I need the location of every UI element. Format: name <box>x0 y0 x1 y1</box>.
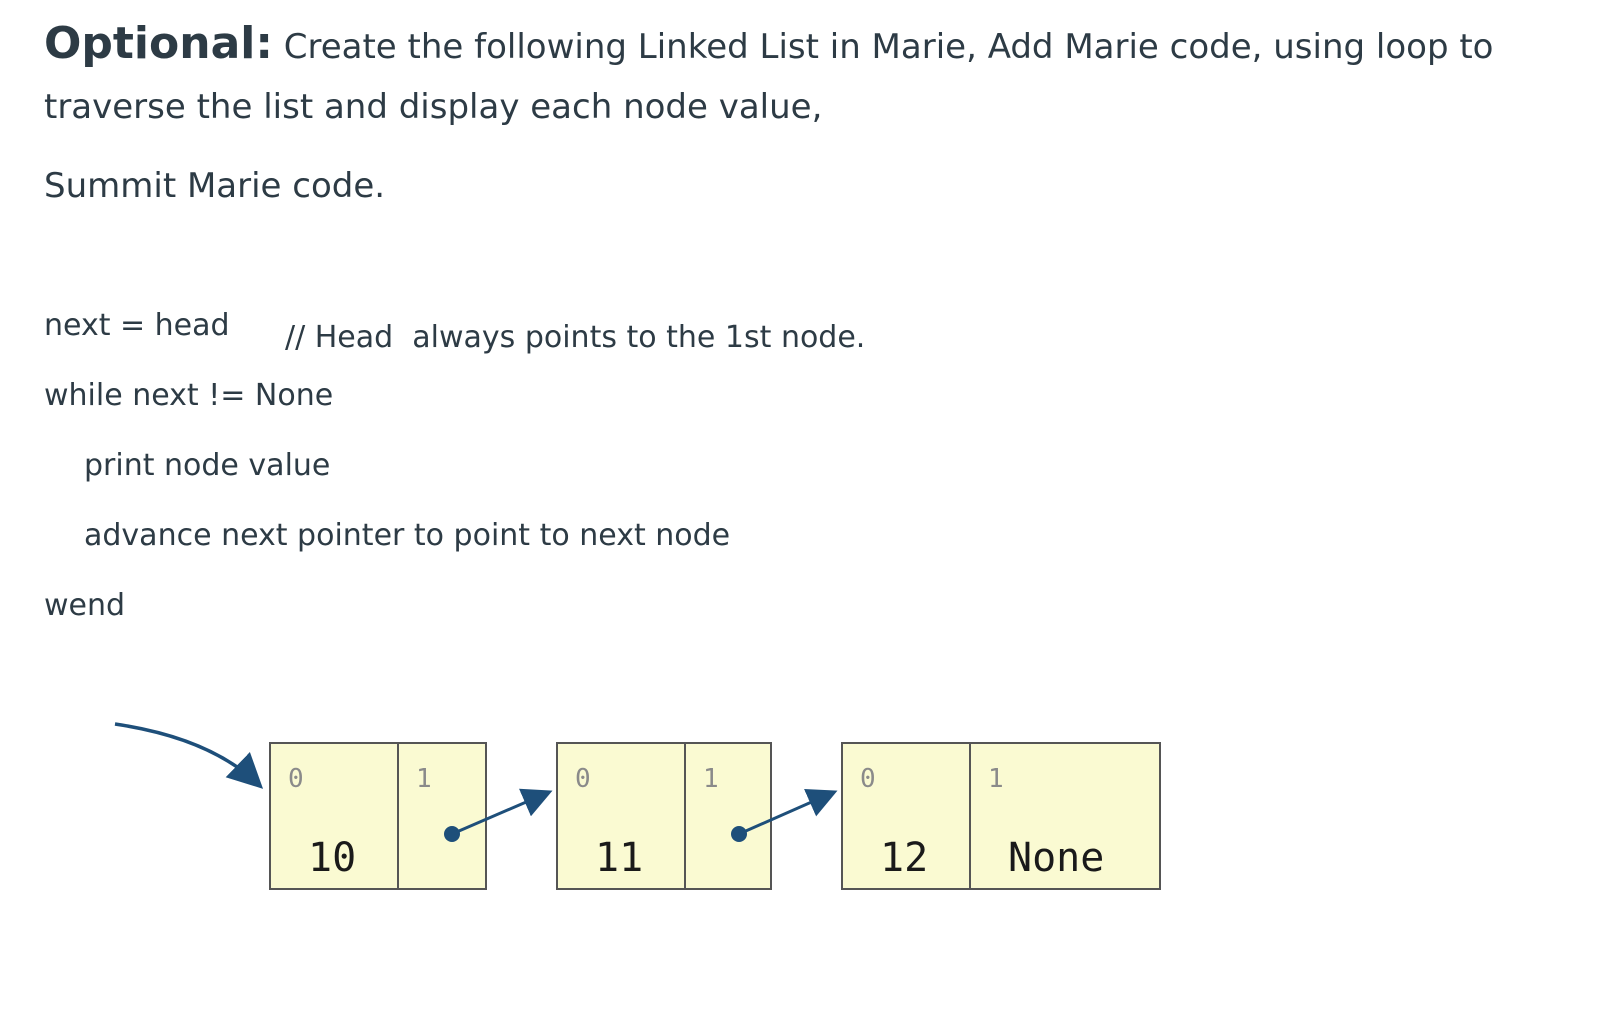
node-value-cell <box>841 742 971 890</box>
pointer-arrow <box>451 788 553 836</box>
node-value: 12 <box>880 835 928 881</box>
summit-text: Summit Marie code. <box>44 166 386 206</box>
pointer-arrow <box>738 788 838 836</box>
code-comment: // Head always points to the 1st node. <box>285 320 866 355</box>
code-line-2: while next != None <box>44 378 334 413</box>
node-next-none: None <box>1008 835 1104 881</box>
node-next-cell <box>684 742 772 890</box>
node-value: 11 <box>595 835 643 881</box>
code-line-3: print node value <box>84 448 331 483</box>
node-value-cell <box>269 742 399 890</box>
head-arrow <box>114 722 264 789</box>
node-index-1: 1 <box>416 764 432 794</box>
node-value-cell <box>556 742 686 890</box>
code-line-1: next = head <box>44 308 230 343</box>
optional-heading: Optional: <box>44 18 273 69</box>
node-next-cell <box>969 742 1161 890</box>
node-index-1: 1 <box>988 764 1004 794</box>
node-index-0: 0 <box>860 764 876 794</box>
node-index-0: 0 <box>575 764 591 794</box>
code-line-4: advance next pointer to point to next no… <box>84 518 731 553</box>
intro-paragraph: Optional: Create the following Linked Li… <box>44 14 1544 137</box>
code-line-5: wend <box>44 588 126 623</box>
node-index-1: 1 <box>703 764 719 794</box>
intro-text: Create the following Linked List in Mari… <box>44 27 1494 127</box>
node-value: 10 <box>308 835 356 881</box>
node-next-cell <box>397 742 487 890</box>
node-index-0: 0 <box>288 764 304 794</box>
